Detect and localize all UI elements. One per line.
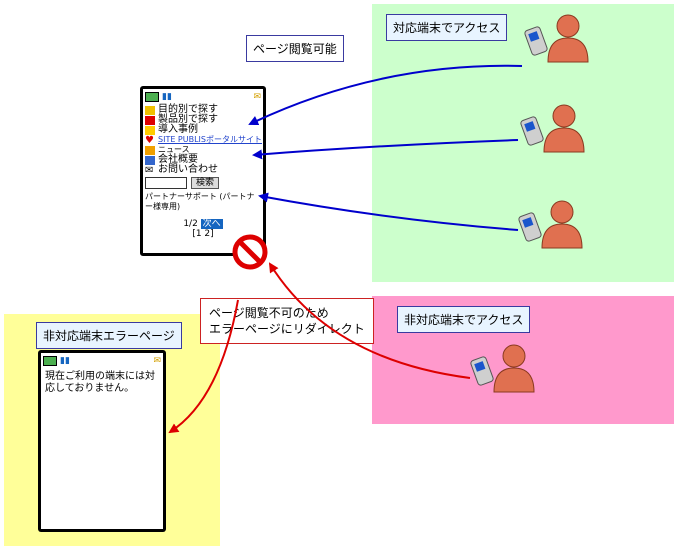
envelope-icon: ✉ xyxy=(145,164,154,176)
main-menu: 目的別で探す 製品別で探す 導入事例 ♥SITE PUBLISポータルサイト ニ… xyxy=(143,105,263,175)
target-icon xyxy=(145,105,155,115)
error-phone-screen: ▮▮ ✉ 現在ご利用の端末には対応しておりません。 xyxy=(38,350,166,532)
arrow-browse-2 xyxy=(252,139,519,160)
menu-item[interactable]: ♥SITE PUBLISポータルサイト xyxy=(145,134,262,146)
user-icon xyxy=(469,344,535,393)
status-bar: ▮▮ ✉ xyxy=(143,89,263,105)
search-input[interactable] xyxy=(145,177,187,189)
menu-item[interactable]: 会社概要 xyxy=(145,155,261,165)
battery-icon xyxy=(145,92,159,102)
pager-pages[interactable]: [1 2] xyxy=(192,229,214,239)
supported-zone xyxy=(372,4,674,282)
battery-icon xyxy=(43,356,57,366)
product-icon xyxy=(145,115,155,125)
redirect-line-1: ページ閲覧不可のため xyxy=(209,306,329,320)
user-icon xyxy=(523,14,589,63)
menu-item[interactable]: ニュース xyxy=(145,145,261,155)
arrow-browse-1 xyxy=(248,64,523,126)
menu-item[interactable]: 導入事例 xyxy=(145,125,261,135)
redirect-label: ページ閲覧不可のため エラーページにリダイレクト xyxy=(200,298,374,344)
signal-icon: ▮▮ xyxy=(162,92,172,102)
menu-item[interactable]: ✉お問い合わせ xyxy=(145,164,218,176)
user-icon xyxy=(517,200,583,249)
pager: 1/2 次へ [1 2] xyxy=(143,219,263,239)
heart-icon: ♥ xyxy=(145,134,154,146)
error-message: 現在ご利用の端末には対応しておりません。 xyxy=(45,371,155,394)
supported-access-label: 対応端末でアクセス xyxy=(386,14,508,41)
partner-support-link[interactable]: パートナーサポート (パートナー様専用) xyxy=(145,192,255,211)
browse-ok-label: ページ閲覧可能 xyxy=(246,35,344,62)
user-icon xyxy=(519,104,585,153)
no-entry-icon xyxy=(232,234,268,270)
supported-phone-screen: ▮▮ ✉ 目的別で探す 製品別で探す 導入事例 ♥SITE PUBLISポータル… xyxy=(140,86,266,256)
arrow-browse-3 xyxy=(258,192,519,231)
search-button[interactable]: 検索 xyxy=(191,177,220,189)
menu-item[interactable]: 目的別で探す xyxy=(145,105,261,115)
pager-position: 1/2 xyxy=(183,219,198,229)
building-icon xyxy=(145,155,155,165)
news-icon xyxy=(145,145,155,155)
arrow-redirect xyxy=(168,299,239,434)
signal-icon: ▮▮ xyxy=(60,356,70,366)
arrow-denied xyxy=(268,262,471,379)
mail-icon: ✉ xyxy=(253,92,261,102)
next-button[interactable]: 次へ xyxy=(200,219,223,229)
status-bar: ▮▮ ✉ xyxy=(41,353,163,369)
case-icon xyxy=(145,125,155,135)
error-page-label: 非対応端末エラーページ xyxy=(36,322,182,349)
menu-item[interactable]: 製品別で探す xyxy=(145,115,261,125)
mail-icon: ✉ xyxy=(153,356,161,366)
search-bar: 検索 xyxy=(145,177,261,189)
unsupported-access-label: 非対応端末でアクセス xyxy=(397,306,531,333)
